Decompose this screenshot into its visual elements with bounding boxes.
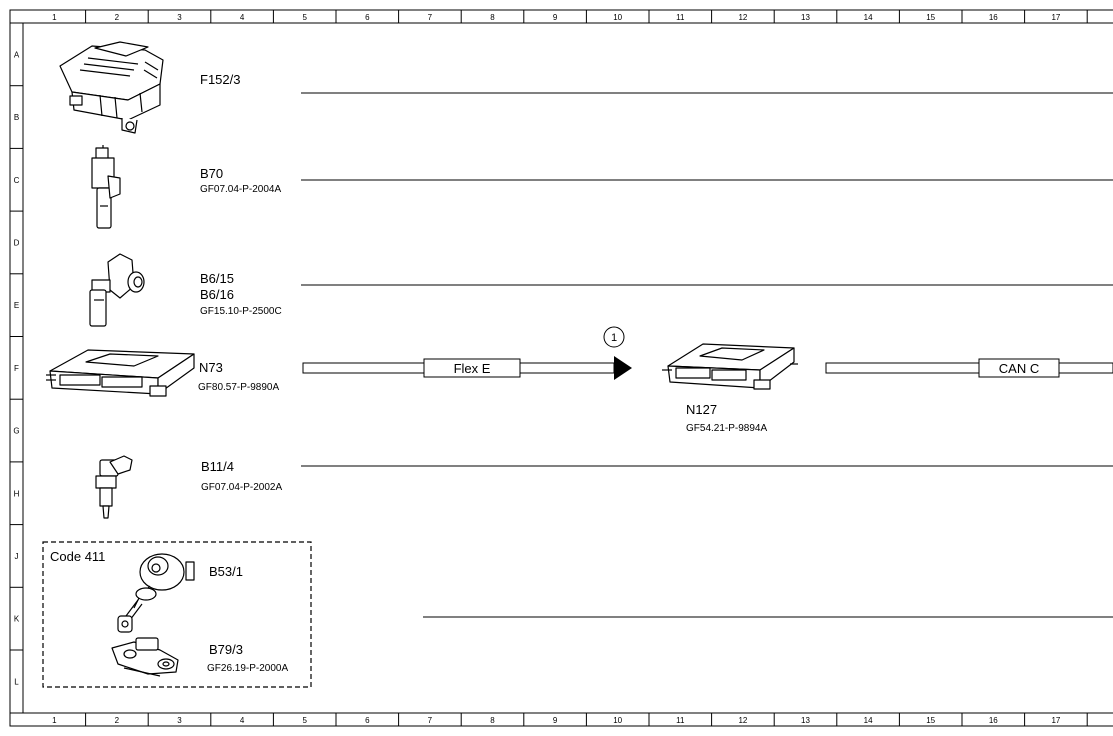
grid-col-label-top: 5 [302,13,307,22]
grid-row-label: J [15,552,19,561]
can-c-label-box [978,358,1060,378]
grid-col-label-top: 12 [738,13,747,22]
grid-row-label: C [14,176,20,185]
grid-row-label: L [14,677,19,686]
grid-col-label-top: 16 [989,13,998,22]
grid-row-label: F [14,364,19,373]
grid-col-label-top: 9 [553,13,558,22]
flex-e-arrow [614,356,632,380]
grid-col-label-bottom: 11 [676,716,685,725]
grid-col-label-top: 17 [1051,13,1060,22]
grid-col-label-bottom: 16 [989,716,998,725]
grid-row-label: K [14,615,20,624]
b6-16-label: B6/16 [200,287,234,302]
code-411-label: Code 411 [50,549,105,564]
grid-col-label-top: 1 [52,13,57,22]
grid-col-label-top: 8 [490,13,495,22]
grid-col-label-top: 14 [864,13,873,22]
grid-col-label-top: 13 [801,13,810,22]
grid-row-label: D [14,238,20,247]
b79-3-sensor-icon [111,637,179,677]
code-411-doc: GF26.19-P-2000A [207,663,288,674]
grid-col-label-bottom: 13 [801,716,810,725]
grid-ticks [10,10,1088,726]
n127-control-unit-icon [662,343,798,390]
grid-col-label-bottom: 17 [1051,716,1060,725]
flex-e-label-box [423,358,521,378]
b6-doc: GF15.10-P-2500C [200,306,282,317]
grid-col-label-bottom: 15 [926,716,935,725]
b70-sensor-icon [91,145,121,229]
grid-col-label-bottom: 5 [302,716,307,725]
callout-1: 1 [603,326,625,348]
diagram-frame [9,9,1113,727]
grid-col-label-bottom: 4 [240,716,245,725]
f152-3-module-icon [59,41,164,134]
bus-flex-e: Flex E [302,356,632,380]
bus-can-c: CAN C [825,358,1113,378]
grid-col-label-top: 4 [240,13,245,22]
n73-label: N73 [199,360,223,375]
n73-control-unit-icon [46,349,195,397]
b6-camshaft-sensor-icon [89,253,145,327]
grid-col-label-top: 2 [115,13,120,22]
grid-col-label-bottom: 9 [553,716,558,725]
b11-4-label: B11/4 [201,459,234,474]
grid-col-label-bottom: 7 [428,716,433,725]
grid-col-label-top: 11 [676,13,685,22]
n127-doc: GF54.21-P-9894A [686,423,767,434]
grid-col-label-bottom: 6 [365,716,370,725]
b70-doc: GF07.04-P-2004A [200,184,281,195]
grid-col-label-bottom: 3 [177,716,182,725]
b53-1-sensor-icon [117,553,195,633]
b70-label: B70 [200,166,223,181]
grid-col-label-top: 10 [613,13,622,22]
grid-row-label: A [14,50,20,59]
callout-number: 1 [611,332,617,344]
wires [301,92,1113,618]
grid-col-label-bottom: 12 [738,716,747,725]
grid-col-label-bottom: 1 [52,716,57,725]
grid-col-label-bottom: 14 [864,716,873,725]
grid-row-label: B [14,113,19,122]
f152-3-label: F152/3 [200,72,240,87]
grid-col-label-bottom: 10 [613,716,622,725]
flex-e-label: Flex E [454,361,491,376]
grid-col-label-bottom: 2 [115,716,120,725]
code-411-option-group: Code 411 B53/1 B79/3 GF26.19-P-2000A [42,541,312,688]
grid-col-label-top: 3 [177,13,182,22]
grid-col-label-bottom: 8 [490,716,495,725]
b79-3-label: B79/3 [209,642,243,657]
n127-label: N127 [686,402,717,417]
grid-labels: 1122334455667788991010111112121313141415… [13,13,1061,725]
grid-row-label: E [14,301,19,310]
grid-row-label: H [14,489,20,498]
grid-col-label-top: 15 [926,13,935,22]
grid-col-label-top: 6 [365,13,370,22]
grid-row-label: G [13,427,19,436]
n73-doc: GF80.57-P-9890A [198,382,279,393]
b53-1-label: B53/1 [209,564,243,579]
grid-col-label-top: 7 [428,13,433,22]
can-c-label: CAN C [999,361,1039,376]
b11-4-temperature-sensor-icon [95,455,133,519]
b11-4-doc: GF07.04-P-2002A [201,482,282,493]
b6-15-label: B6/15 [200,271,234,286]
